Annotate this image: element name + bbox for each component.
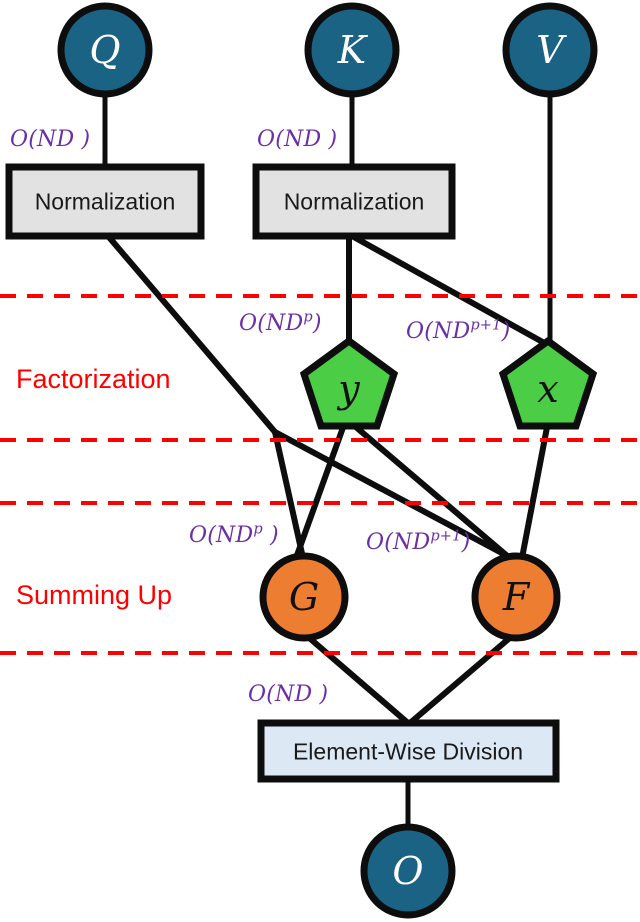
complexity-division-base: O(ND bbox=[248, 682, 320, 707]
node-g-label: G bbox=[288, 575, 320, 619]
node-k-label: K bbox=[337, 28, 367, 72]
edge-group bbox=[102, 95, 553, 830]
complexity-f-node: O(NDp+1) bbox=[366, 528, 471, 555]
node-o-shape[interactable] bbox=[360, 823, 456, 919]
node-v-shape[interactable] bbox=[502, 2, 598, 98]
node-q-label: Q bbox=[89, 28, 121, 72]
complexity-g-node: O(NDp ) bbox=[189, 521, 279, 548]
complexity-q-norm: O(ND ) bbox=[10, 129, 90, 151]
complexity-k-norm-close: ) bbox=[328, 127, 338, 152]
complexity-g-node-base: O(ND bbox=[189, 523, 254, 548]
complexity-division: O(ND ) bbox=[248, 684, 328, 706]
complexity-division-close: ) bbox=[319, 682, 329, 707]
complexity-y-node-base: O(ND bbox=[239, 311, 304, 336]
complexity-f-node-sup: p+1 bbox=[430, 528, 462, 545]
edge-y-to-f bbox=[348, 419, 514, 563]
edge-junction-to-g bbox=[272, 431, 306, 559]
complexity-g-node-sup: p bbox=[253, 521, 263, 538]
node-q-shape[interactable] bbox=[57, 2, 153, 98]
edge-normk-to-x bbox=[350, 233, 550, 348]
complexity-q-norm-close: ) bbox=[81, 127, 91, 152]
edge-normq-to-junction bbox=[105, 234, 278, 434]
complexity-f-node-base: O(ND bbox=[366, 530, 431, 555]
complexity-f-node-close: ) bbox=[461, 530, 471, 555]
edge-x-to-f bbox=[519, 421, 551, 559]
edge-junction-to-f bbox=[273, 429, 517, 563]
stage-label-summing-up: Summing Up bbox=[16, 580, 173, 610]
complexity-x-node-sup: p+1 bbox=[470, 317, 502, 334]
node-k-shape[interactable] bbox=[304, 2, 400, 98]
stage-label-factorization: Factorization bbox=[16, 364, 171, 394]
node-f-shape[interactable] bbox=[471, 552, 561, 642]
node-shape-group bbox=[5, 2, 598, 919]
edge-y-to-g bbox=[293, 420, 348, 560]
node-f-label: F bbox=[502, 575, 530, 619]
complexity-k-norm: O(ND ) bbox=[257, 129, 337, 151]
complexity-x-node: O(NDp+1) bbox=[406, 317, 511, 344]
complexity-x-node-close: ) bbox=[501, 319, 511, 344]
box-norm-q-shape[interactable] bbox=[5, 163, 205, 240]
node-o-label: O bbox=[392, 849, 424, 893]
complexity-x-node-base: O(ND bbox=[406, 319, 471, 344]
box-division-label: Element-Wise Division bbox=[292, 738, 524, 765]
complexity-y-node: O(NDp) bbox=[239, 309, 322, 336]
edge-g-to-division bbox=[305, 633, 410, 726]
node-x-label: x bbox=[537, 367, 559, 411]
node-y-shape[interactable] bbox=[299, 336, 399, 430]
edge-f-to-division bbox=[408, 633, 514, 726]
complexity-q-norm-base: O(ND bbox=[10, 127, 82, 152]
box-norm-k-label: Normalization bbox=[283, 188, 425, 215]
complexity-k-norm-base: O(ND bbox=[257, 127, 329, 152]
box-norm-k-shape[interactable] bbox=[252, 163, 456, 240]
node-v-label: V bbox=[536, 28, 564, 72]
complexity-g-node-close: ) bbox=[262, 523, 279, 548]
box-norm-q-label: Normalization bbox=[34, 188, 176, 215]
complexity-y-node-close: ) bbox=[312, 311, 322, 336]
node-x-shape[interactable] bbox=[498, 336, 598, 430]
complexity-y-node-sup: p bbox=[303, 309, 313, 326]
box-division-shape[interactable] bbox=[257, 719, 560, 783]
node-y-label: y bbox=[338, 367, 360, 411]
node-g-shape[interactable] bbox=[259, 552, 349, 642]
